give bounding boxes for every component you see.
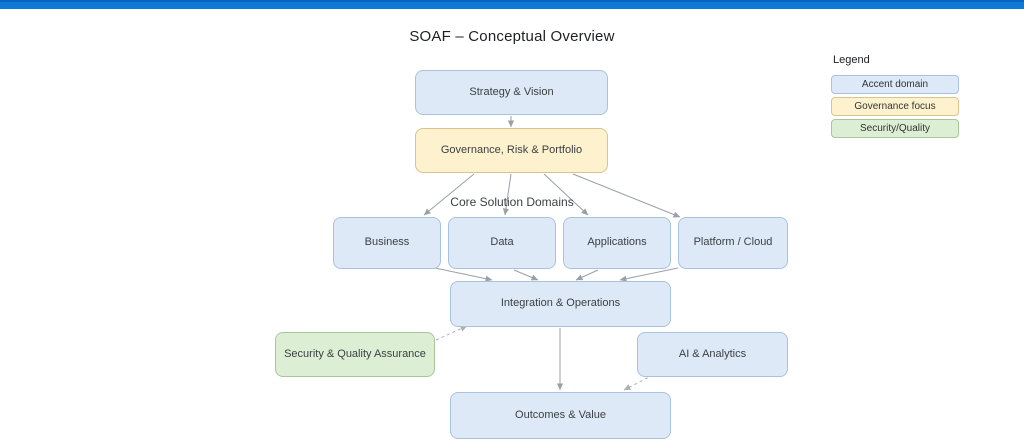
node-ai-analytics: AI & Analytics	[637, 332, 788, 377]
edge-platform-cloud-to-integration-operations	[619, 267, 679, 282]
edge-security-quality-assurance-to-integration-operations	[435, 325, 468, 341]
node-data: Data	[448, 217, 556, 269]
edge-applications-to-integration-operations	[575, 269, 599, 281]
legend-title: Legend	[833, 54, 870, 66]
edge-governance-risk-portfolio-to-platform-cloud	[572, 173, 681, 218]
top-accent-bar	[0, 0, 1024, 9]
node-integration-operations: Integration & Operations	[450, 281, 671, 327]
diagram-title: SOAF – Conceptual Overview	[409, 28, 615, 45]
node-security-quality-assurance: Security & Quality Assurance	[275, 332, 435, 377]
edge-business-to-integration-operations	[434, 267, 493, 282]
node-strategy-vision: Strategy & Vision	[415, 70, 608, 115]
legend: Legend Accent domain Governance focus Se…	[831, 54, 959, 141]
legend-item-accent-domain: Accent domain	[831, 75, 959, 94]
edge-data-to-integration-operations	[513, 269, 539, 281]
node-platform-cloud: Platform / Cloud	[678, 217, 788, 269]
node-business: Business	[333, 217, 441, 269]
legend-item-security-quality: Security/Quality	[831, 119, 959, 138]
legend-item-governance-focus: Governance focus	[831, 97, 959, 116]
core-solution-domains-label: Core Solution Domains	[450, 195, 574, 209]
node-applications: Applications	[563, 217, 671, 269]
node-outcomes-value: Outcomes & Value	[450, 392, 671, 439]
edge-ai-analytics-to-outcomes-value	[623, 374, 654, 391]
node-governance-risk-portfolio: Governance, Risk & Portfolio	[415, 128, 608, 173]
